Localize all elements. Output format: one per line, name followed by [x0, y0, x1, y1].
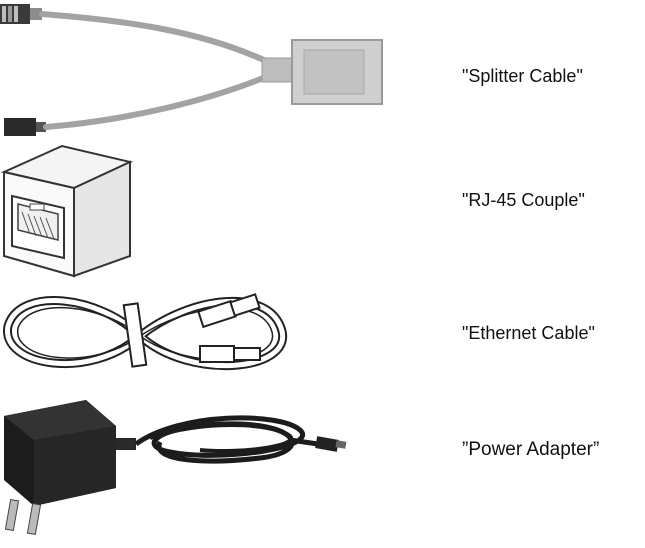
splitter-cable-icon: [0, 4, 383, 136]
splitter-cable-label: "Splitter Cable": [462, 66, 583, 86]
ethernet-cable-label: "Ethernet Cable": [462, 323, 595, 343]
rj45-coupler-icon: [0, 144, 134, 278]
power-adapter-icon: [4, 400, 347, 536]
rj45-coupler-label: "RJ-45 Couple": [462, 190, 585, 210]
ethernet-cable-icon: [3, 293, 288, 371]
power-adapter-label: ”Power Adapter”: [462, 439, 600, 460]
